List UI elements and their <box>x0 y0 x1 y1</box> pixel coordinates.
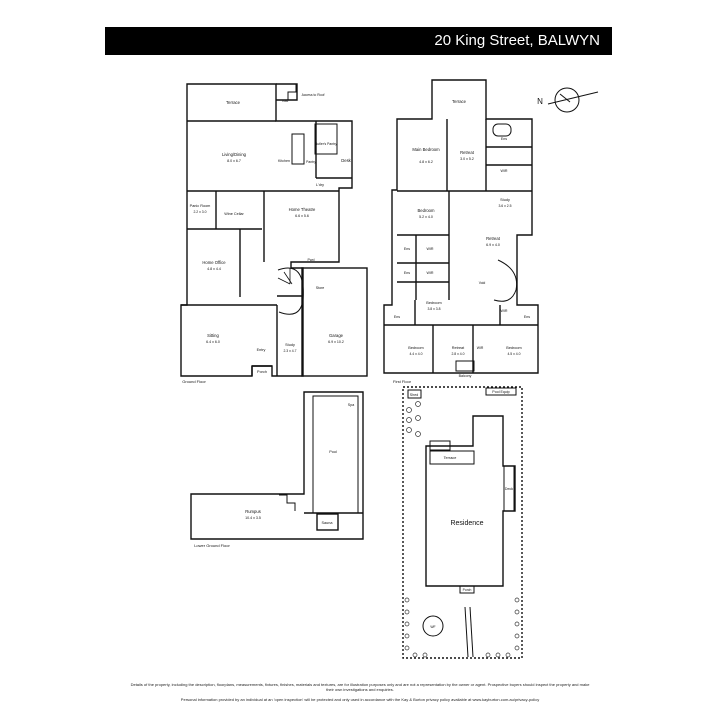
ff-retreat-2-label: Retreat <box>486 236 501 241</box>
gf-sitting-label: Sitting <box>207 333 219 338</box>
ff-retreat-2-dims: 6.9 x 4.0 <box>486 243 500 247</box>
ff-wir-2-label: WIR <box>427 247 434 251</box>
gf-porch-label: Porch <box>257 370 267 374</box>
gf-home-theatre-dims: 6.6 x 5.6 <box>295 214 309 218</box>
ff-ensuite-2-label: Ens <box>404 247 410 251</box>
site-terrace-label: Terrace <box>444 456 457 460</box>
site-wf-label: WF <box>430 625 435 629</box>
gf-entry-label: Entry <box>257 348 266 352</box>
gf-home-office-label: Home Office <box>202 260 226 265</box>
ff-bedroom-2-dims: 3.8 x 3.8 <box>427 307 440 311</box>
site-shed-label: Shed <box>410 393 418 397</box>
lg-rumpus-dims: 10.4 x 3.5 <box>245 516 261 520</box>
compass-north-label: N <box>537 97 543 106</box>
ff-ensuite-3-label: Ens <box>404 271 410 275</box>
ff-ensuite-main-label: Ens <box>501 137 507 141</box>
gf-study-label: Study <box>285 343 295 347</box>
gf-terrace-label: Terrace <box>226 100 241 105</box>
disclaimer-line-1: Details of the property, including the d… <box>130 682 590 693</box>
lg-pool-label: Pool <box>329 450 337 454</box>
gf-garage-label: Garage <box>329 333 344 338</box>
gf-pantry-label: Pantry <box>306 160 316 164</box>
first-floor-plan <box>383 79 539 374</box>
site-plan <box>402 386 523 659</box>
gf-sitting-dims: 6.4 x 6.0 <box>206 340 220 344</box>
gf-wine-cellar-label: Wine Cellar <box>224 212 244 216</box>
ff-study-dims: 3.6 x 2.5 <box>498 204 511 208</box>
gf-kitchen-label: Kitchen <box>278 159 290 163</box>
gf-access-roof-label: Access to Roof <box>302 93 325 97</box>
ff-retreat-3-label: Retreat <box>452 346 465 350</box>
ff-bedroom-2-label: Bedroom <box>426 301 441 305</box>
ff-retreat-1-dims: 3.0 x 5.2 <box>460 157 474 161</box>
ff-wir-3-label: WIR <box>427 271 434 275</box>
ff-bedroom-1-label: Bedroom <box>418 208 436 213</box>
property-address: 20 King Street, BALWYN <box>434 32 600 49</box>
ff-retreat-1-label: Retreat <box>460 150 475 155</box>
ground-floor-label: Ground Floor <box>182 379 206 384</box>
gf-living-dining-label: Living/Dining <box>222 152 247 157</box>
ff-bedroom-1-dims: 5.2 x 4.0 <box>419 215 433 219</box>
gf-desk-label: Desk <box>341 158 351 163</box>
lg-sauna-label: Sauna <box>322 521 334 525</box>
gf-panic-room-dims: 2.2 x 3.0 <box>193 210 206 214</box>
site-deck-label: Deck <box>505 487 513 491</box>
gf-panic-room-label: Panic Room <box>190 204 211 208</box>
gf-void-label: Void <box>282 99 289 103</box>
header-bar: 20 King Street, BALWYN <box>105 27 612 55</box>
first-floor-label: First Floor <box>393 379 412 384</box>
lg-rumpus-label: Rumpus <box>245 509 261 514</box>
ff-terrace-label: Terrace <box>452 99 467 104</box>
garden-trees <box>404 401 520 658</box>
ff-retreat-3-dims: 2.8 x 4.0 <box>451 352 464 356</box>
site-residence-label: Residence <box>450 520 483 527</box>
gf-butlers-pantry-label: Butler's Pantry <box>315 142 337 146</box>
gf-living-dining-dims: 8.0 x 6.7 <box>227 159 241 163</box>
gf-powder-label: Pwd <box>308 258 315 262</box>
ff-wir-main-label: WIR <box>501 169 508 173</box>
disclaimer-line-2: Personal information provided by an indi… <box>180 696 540 702</box>
ff-main-bedroom-label: Main Bedroom <box>412 147 440 152</box>
ground-floor-plan <box>180 83 368 377</box>
ff-bedroom-3-dims: 4.4 x 4.0 <box>409 352 422 356</box>
disclaimer: Details of the property, including the d… <box>130 682 590 702</box>
ff-ensuite-4-label: Ens <box>394 315 400 319</box>
ff-wir-4-label: WIR <box>501 309 508 313</box>
gf-study-dims: 2.3 x 4.7 <box>283 349 296 353</box>
ff-wir-5-label: WIR <box>477 346 484 350</box>
ff-ensuite-5-label: Ens <box>524 315 530 319</box>
gf-laundry-label: L'dry <box>316 183 324 187</box>
lower-ground-floor-plan <box>190 391 364 540</box>
ff-main-bedroom-dims: 4.8 x 6.2 <box>419 160 433 164</box>
ff-bedroom-4-label: Bedroom <box>506 346 521 350</box>
compass-icon <box>547 87 599 113</box>
site-porch-label: Porch <box>463 588 472 592</box>
lg-spa-label: Spa <box>348 403 354 407</box>
gf-store-label: Store <box>316 286 325 290</box>
ff-void-label: Void <box>479 281 486 285</box>
ff-bedroom-3-label: Bedroom <box>408 346 423 350</box>
site-pool-equip-label: Pool Equip <box>492 390 509 394</box>
ff-bedroom-4-dims: 4.5 x 4.0 <box>507 352 520 356</box>
lower-ground-floor-label: Lower Ground Floor <box>194 543 230 548</box>
ff-study-label: Study <box>500 198 510 202</box>
gf-home-office-dims: 4.8 x 4.4 <box>207 267 221 271</box>
gf-garage-dims: 6.9 x 10.2 <box>328 340 344 344</box>
gf-home-theatre-label: Home Theatre <box>289 207 316 212</box>
ff-balcony-label: Balcony <box>459 374 472 378</box>
